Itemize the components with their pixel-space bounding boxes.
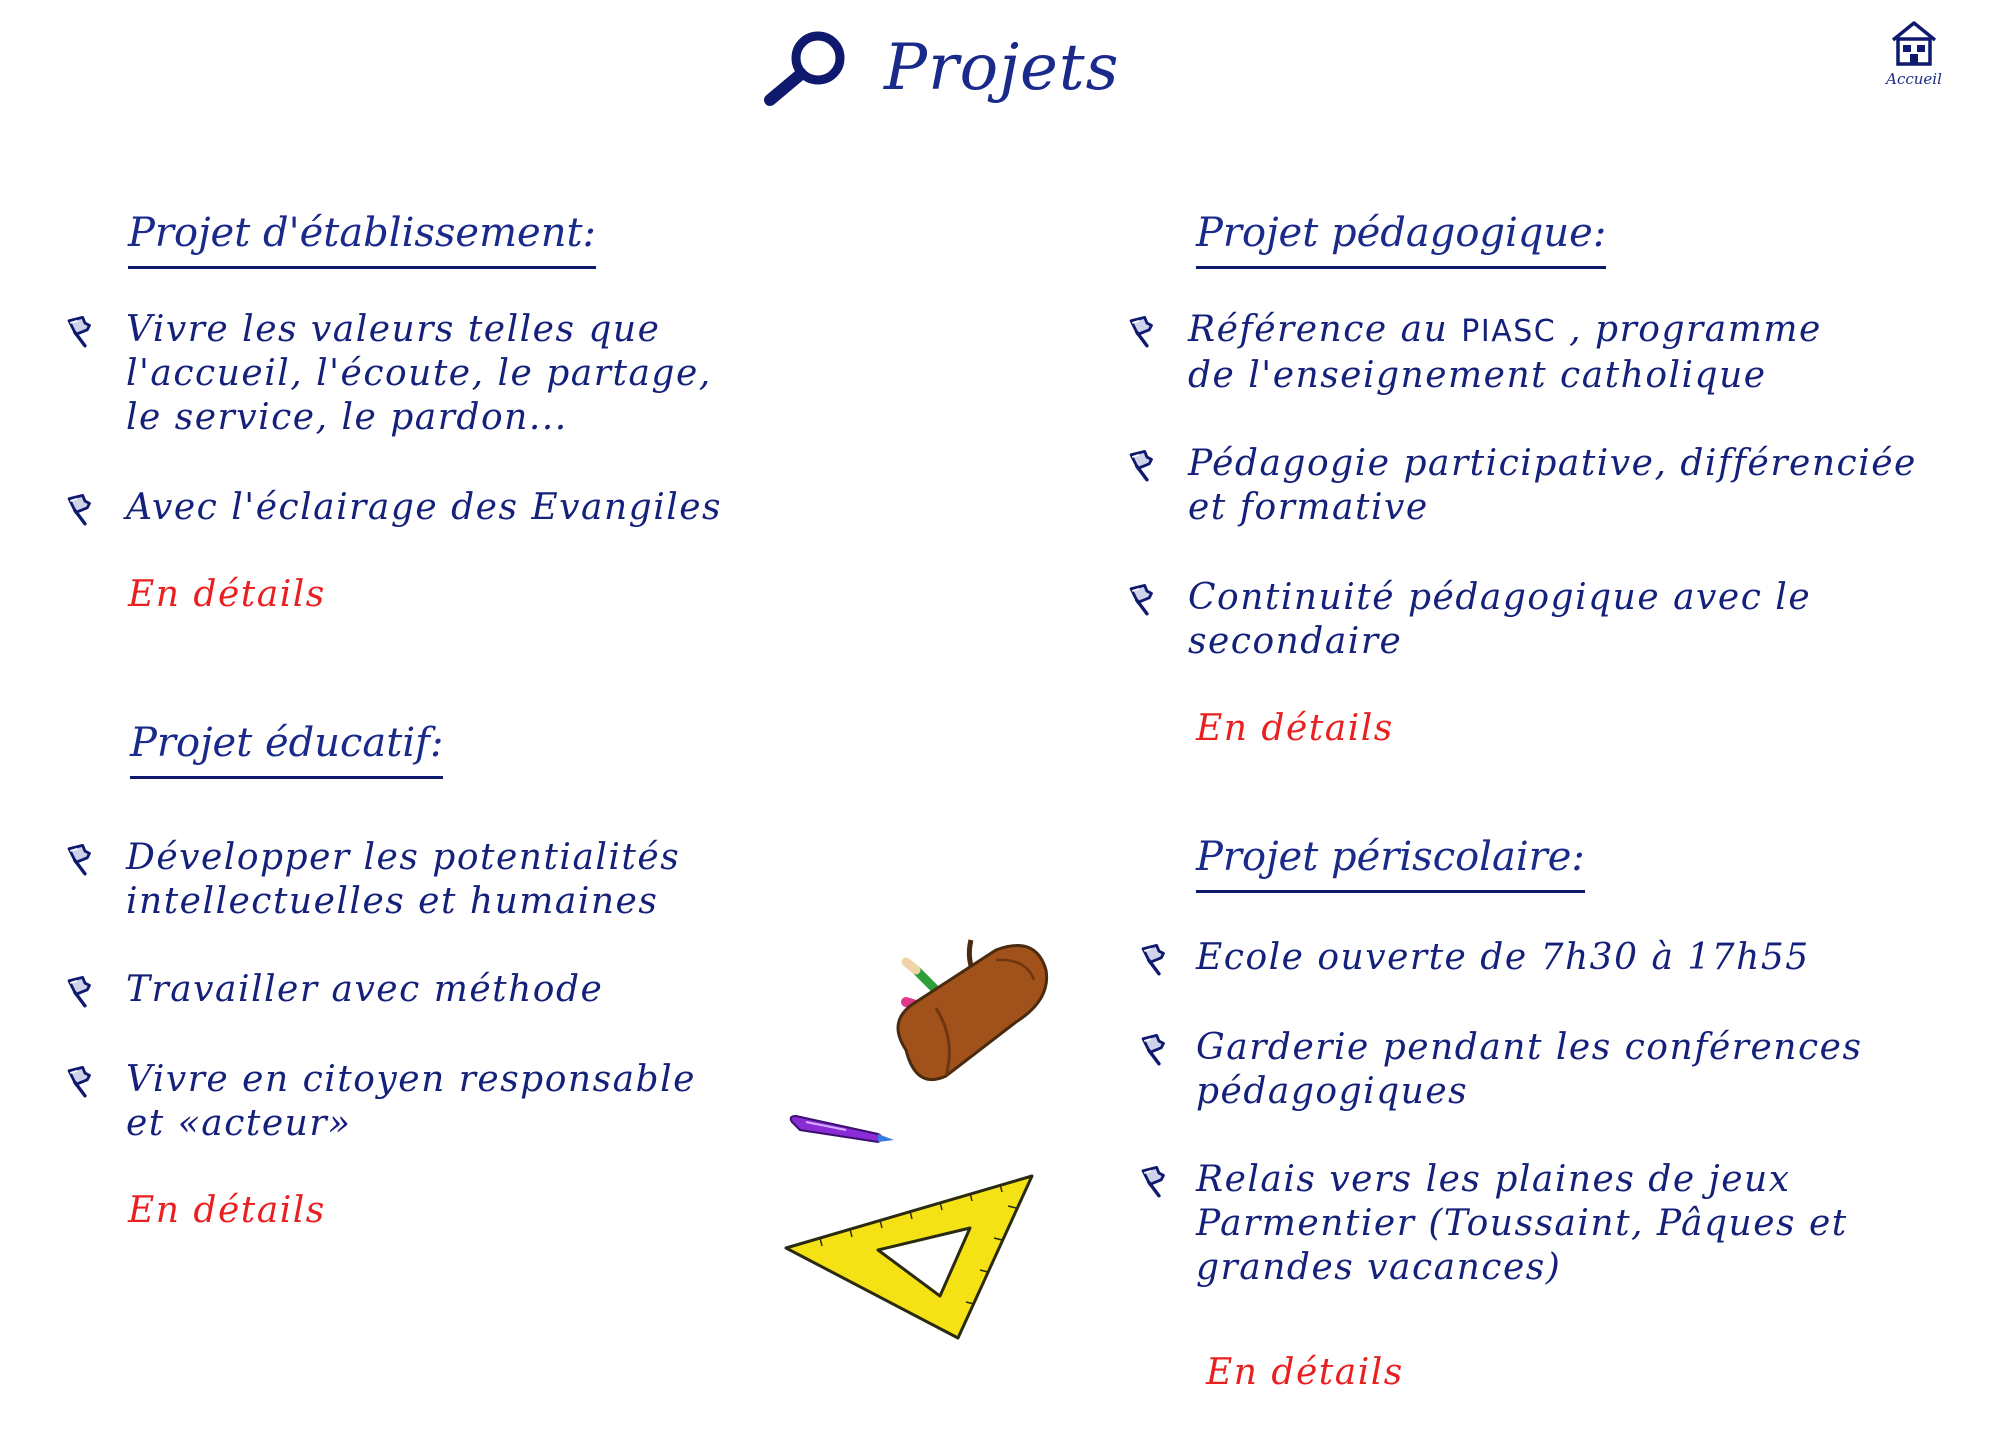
details-link-educatif[interactable]: En détails — [128, 1190, 326, 1231]
item-text: l'accueil, l'écoute, le partage, — [126, 353, 712, 394]
details-link-etablissement[interactable]: En détails — [128, 574, 326, 615]
section-etablissement-heading: Projet d'établissement: — [128, 210, 597, 269]
pushpin-icon — [67, 1065, 92, 1098]
item-text: grandes vacances) — [1196, 1247, 1562, 1288]
home-label: Accueil — [1886, 70, 1942, 88]
pushpin-icon — [1141, 1165, 1166, 1198]
pushpin-icon — [1129, 583, 1154, 616]
list-item: Avec l'éclairage des Evangiles — [60, 486, 722, 530]
item-text: Référence au PIASC , programme — [1188, 308, 1822, 354]
section-heading: Projet d'établissement: — [128, 210, 597, 269]
item-text: Vivre en citoyen responsable — [126, 1059, 696, 1100]
section-educatif-heading: Projet éducatif: — [130, 720, 444, 779]
item-text: Garderie pendant les conférences — [1196, 1027, 1863, 1068]
list-item: Vivre en citoyen responsable et «acteur» — [60, 1058, 696, 1146]
item-text: Pédagogie participative, différenciée — [1188, 443, 1917, 484]
section-periscolaire-heading: Projet périscolaire: — [1196, 834, 1585, 893]
item-text: Continuité pédagogique avec le — [1188, 577, 1812, 618]
item-text: Parmentier (Toussaint, Pâques et — [1196, 1203, 1848, 1244]
list-item: Développer les potentialités intellectue… — [60, 836, 680, 924]
pushpin-icon — [1141, 1033, 1166, 1066]
pushpin-icon — [67, 315, 92, 348]
list-item: Relais vers les plaines de jeux Parmenti… — [1134, 1158, 1848, 1290]
details-link-periscolaire[interactable]: En détails — [1206, 1352, 1404, 1393]
list-item: Référence au PIASC , programme de l'ense… — [1122, 308, 1822, 398]
pushpin-icon — [1141, 943, 1166, 976]
section-heading: Projet périscolaire: — [1196, 834, 1585, 893]
list-item: Garderie pendant les conférences pédagog… — [1134, 1026, 1862, 1114]
pushpin-icon — [1129, 315, 1154, 348]
item-text: Développer les potentialités — [126, 837, 681, 878]
item-text: pédagogiques — [1196, 1071, 1469, 1112]
home-button[interactable]: Accueil — [1874, 18, 1954, 88]
magnifier-icon — [764, 31, 845, 106]
item-text: et «acteur» — [126, 1103, 352, 1144]
home-icon — [1891, 21, 1937, 66]
list-item: Travailler avec méthode — [60, 968, 603, 1012]
item-text: Relais vers les plaines de jeux — [1196, 1159, 1791, 1200]
list-item: Continuité pédagogique avec le secondair… — [1122, 576, 1811, 664]
item-text: Avec l'éclairage des Evangiles — [126, 487, 723, 528]
pushpin-icon — [67, 975, 92, 1008]
pencil-case-illustration — [896, 939, 1049, 1082]
page-title: Projets — [884, 31, 1120, 105]
list-item: Vivre les valeurs telles que l'accueil, … — [60, 308, 712, 440]
list-item: Ecole ouverte de 7h30 à 17h55 — [1134, 936, 1810, 980]
pushpin-icon — [1129, 449, 1154, 482]
pen-illustration — [789, 1114, 894, 1144]
item-text: Travailler avec méthode — [126, 969, 604, 1010]
pushpin-icon — [67, 493, 92, 526]
item-text: et formative — [1188, 487, 1429, 528]
item-text: le service, le pardon... — [126, 397, 568, 438]
item-text: de l'enseignement catholique — [1188, 355, 1767, 396]
page-header: Projets — [760, 28, 1119, 108]
list-item: Pédagogie participative, différenciée et… — [1122, 442, 1917, 530]
pushpin-icon — [67, 843, 92, 876]
item-text-post: , programme — [1569, 309, 1822, 350]
section-pedagogique-heading: Projet pédagogique: — [1196, 210, 1607, 269]
section-heading: Projet pédagogique: — [1196, 210, 1607, 269]
item-text: intellectuelles et humaines — [126, 881, 659, 922]
set-square-illustration — [784, 1174, 1034, 1340]
piasc-acronym: PIASC — [1461, 314, 1557, 349]
item-text: Vivre les valeurs telles que — [126, 309, 661, 350]
section-heading: Projet éducatif: — [130, 720, 444, 779]
item-text-pre: Référence au — [1188, 309, 1449, 350]
item-text: Ecole ouverte de 7h30 à 17h55 — [1196, 937, 1810, 978]
details-link-pedagogique[interactable]: En détails — [1196, 708, 1394, 749]
item-text: secondaire — [1188, 621, 1403, 662]
